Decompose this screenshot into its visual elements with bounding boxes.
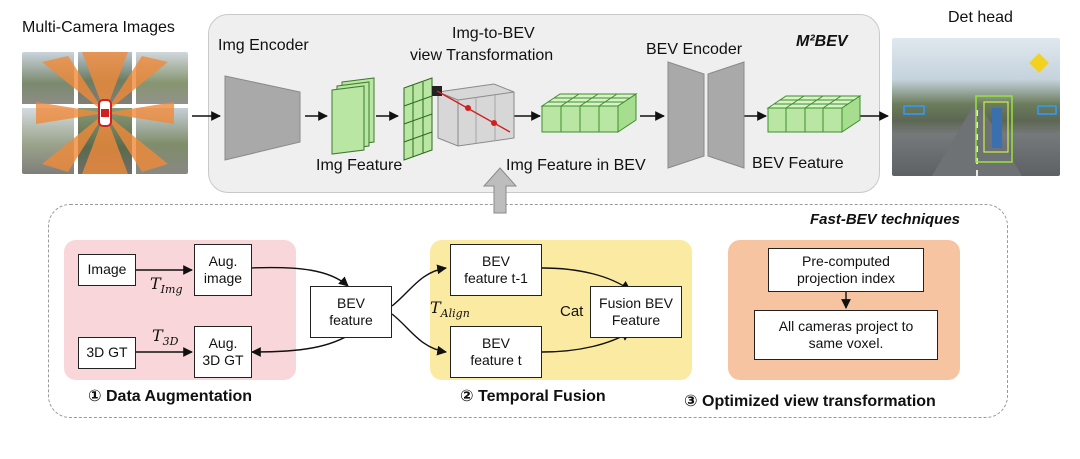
m2bev-title: M²BEV <box>796 33 848 50</box>
img-encoder-label: Img Encoder <box>218 37 309 54</box>
detection-overlay <box>903 53 1057 176</box>
input-label: Multi-Camera Images <box>22 19 175 36</box>
t-3d-symbol: T3D <box>152 326 179 349</box>
optimized-caption: ③ Optimized view transformation <box>684 393 936 410</box>
bev-feature-label: BEV Feature <box>752 155 844 172</box>
gt-box: 3D GT <box>78 337 136 369</box>
aug-caption: ① Data Augmentation <box>88 388 253 405</box>
bev-feature-grid <box>766 95 862 133</box>
arrow-aug-to-bev <box>249 266 349 287</box>
t-img-symbol: TImg <box>150 274 183 297</box>
arrow-prev-to-fusion <box>541 267 631 291</box>
view-transform-label-1: Img-to-BEV <box>452 25 535 42</box>
temporal-caption: ② Temporal Fusion <box>460 388 606 405</box>
bev-prev-box: BEV feature t-1 <box>450 244 542 296</box>
projection-index-box: Pre-computed projection index <box>768 248 924 292</box>
voxel-box: All cameras project to same voxel. <box>754 310 938 360</box>
cat-label: Cat <box>560 303 584 320</box>
img-feature-label: Img Feature <box>316 157 403 174</box>
img-feature-bev-grid <box>540 93 638 133</box>
detection-photo <box>892 38 1060 176</box>
view-transform-shape <box>403 77 515 161</box>
aug-gt-box: Aug. 3D GT <box>194 326 252 378</box>
m2bev-panel <box>208 14 880 193</box>
multi-camera-photo-grid <box>22 52 188 174</box>
view-transform-label-2: view Transformation <box>410 47 554 64</box>
bev-feature-box: BEV feature <box>310 286 392 338</box>
aug-image-box: Aug. image <box>194 244 252 296</box>
img-feature-stack <box>331 77 375 155</box>
image-box: Image <box>78 254 136 286</box>
bev-encoder-shape <box>667 61 745 169</box>
up-arrow <box>482 167 518 214</box>
img-encoder-shape <box>224 75 301 161</box>
camera-frustum-overlay <box>36 52 174 174</box>
fastbev-title: Fast-BEV techniques <box>810 211 961 228</box>
bev-cur-box: BEV feature t <box>450 326 542 378</box>
fusion-box: Fusion BEV Feature <box>590 286 682 338</box>
arrow-bev-to-cur <box>391 313 447 356</box>
img-feature-bev-label: Img Feature in BEV <box>506 157 646 174</box>
bev-encoder-label: BEV Encoder <box>646 41 743 58</box>
det-head-label: Det head <box>948 9 1013 26</box>
arrow-bev-to-prev <box>391 264 447 307</box>
t-align-symbol: TAlign <box>430 298 470 321</box>
fastbev-panel <box>48 204 1008 418</box>
